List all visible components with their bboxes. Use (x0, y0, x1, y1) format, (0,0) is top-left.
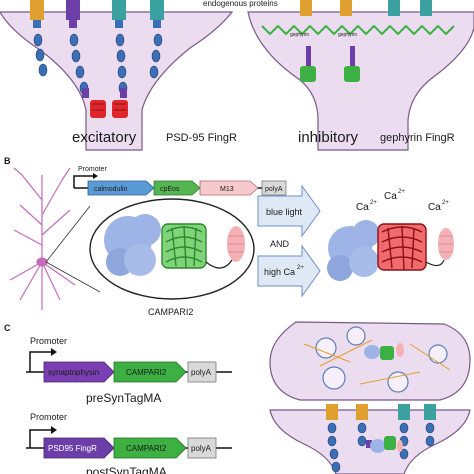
m13-peptide-right (438, 228, 454, 260)
postsyn-campari (366, 436, 403, 453)
excitatory-spine (0, 11, 234, 151)
cpeos-barrel-red (377, 223, 427, 271)
panel-a: endogenous proteins gephyrin gephyrin ex… (0, 0, 474, 151)
m13-peptide-left (227, 226, 245, 262)
svg-text:PSD95 FingR: PSD95 FingR (48, 444, 97, 453)
panel-c: C Promoter synaptophysin CAMPARI2 polyA … (4, 321, 471, 474)
linker-left (205, 259, 233, 269)
gene-polya-c1: polyA (187, 361, 217, 383)
panel-b-letter: B (4, 156, 11, 166)
gene-calmodulin: calmodulin (87, 180, 155, 196)
cpeos-barrel-green (161, 223, 207, 269)
panel-b: B Promoter calmodulin cpEos M13 polyA (4, 156, 454, 317)
promoter-arrow-c1 (29, 351, 54, 372)
svg-text:cpEos: cpEos (160, 186, 180, 193)
svg-text:2+: 2+ (370, 200, 377, 206)
promoter-label-c2: Promoter (30, 412, 67, 422)
arrow-blue-light: blue light (257, 184, 321, 238)
campari2-label: CAMPARI2 (148, 307, 193, 317)
gene-psd95fingr: PSD95 FingR (43, 437, 115, 459)
svg-text:high Ca: high Ca (264, 267, 295, 277)
promoter-label-b: Promoter (78, 166, 107, 173)
promoter-label-c1: Promoter (30, 336, 67, 346)
svg-text:polyA: polyA (191, 444, 212, 453)
promoter-arrow-c2 (29, 429, 54, 448)
postsyn-receptors (326, 404, 436, 420)
svg-text:2+: 2+ (442, 200, 449, 206)
arrow-high-ca: high Ca 2+ (257, 244, 321, 298)
callout-line-top (45, 205, 91, 263)
svg-text:calmodulin: calmodulin (94, 186, 128, 193)
excitatory-red-reporters (90, 100, 128, 118)
gene-polya-c2: polyA (187, 437, 217, 459)
calcium-ions: Ca 2+ Ca 2+ Ca 2+ (356, 189, 449, 213)
gene-synaptophysin: synaptophysin (43, 361, 115, 383)
panel-c-letter: C (4, 323, 11, 333)
svg-text:polyA: polyA (191, 368, 212, 377)
gene-cpeos: cpEos (153, 180, 201, 196)
svg-text:CAMPARI2: CAMPARI2 (126, 444, 167, 453)
and-text: AND (270, 239, 290, 249)
inhibitory-label: inhibitory (298, 129, 359, 146)
inhibitory-receptors (300, 0, 432, 16)
calmodulin-blob-right (327, 220, 380, 281)
svg-text:2+: 2+ (398, 189, 405, 195)
gephyrin-lattice (261, 24, 455, 36)
svg-text:CAMPARI2: CAMPARI2 (126, 368, 167, 377)
presyn-campari (364, 343, 404, 360)
excitatory-receptors (30, 0, 164, 28)
gene-campari2-a: CAMPARI2 (113, 361, 187, 383)
actin-filaments (303, 339, 451, 385)
gene-campari2-b: CAMPARI2 (113, 437, 187, 459)
calmodulin-blob-left (104, 214, 161, 276)
svg-text:Ca: Ca (384, 191, 397, 202)
psd95-chains (33, 33, 163, 98)
gephyrin-small-label-1: gephyrin (290, 32, 309, 38)
svg-text:polyA: polyA (265, 186, 283, 193)
gene-polya-b: polyA (261, 180, 287, 196)
svg-text:blue light: blue light (266, 207, 303, 217)
excitatory-label: excitatory (72, 129, 137, 146)
inhibitory-spine (247, 11, 474, 151)
svg-text:synaptophysin: synaptophysin (48, 368, 99, 377)
svg-text:Ca: Ca (356, 202, 369, 213)
gene-m13: M13 (199, 180, 259, 196)
endogenous-label: endogenous proteins (203, 0, 278, 8)
presyntagma-label: preSynTagMA (86, 391, 161, 405)
promoter-arrow-b (73, 175, 96, 188)
postsyn-psd95 (327, 422, 435, 473)
svg-text:M13: M13 (220, 186, 234, 193)
linker-right (425, 259, 445, 267)
neuron-drawing (9, 167, 76, 310)
psd95-fingr-label: PSD-95 FingR (166, 132, 237, 144)
callout-line-bottom (45, 261, 101, 293)
gephyrin-small-label-2: gephyrin (338, 32, 357, 38)
svg-text:Ca: Ca (428, 202, 441, 213)
synaptic-vesicles (315, 326, 448, 393)
ca-superscript: 2+ (297, 265, 304, 271)
postsyntagma-label: postSynTagMA (86, 465, 167, 474)
gephyrin-fingr-label: gephyrin FingR (380, 132, 455, 144)
gephyrin-fingr-stalks (300, 46, 360, 82)
